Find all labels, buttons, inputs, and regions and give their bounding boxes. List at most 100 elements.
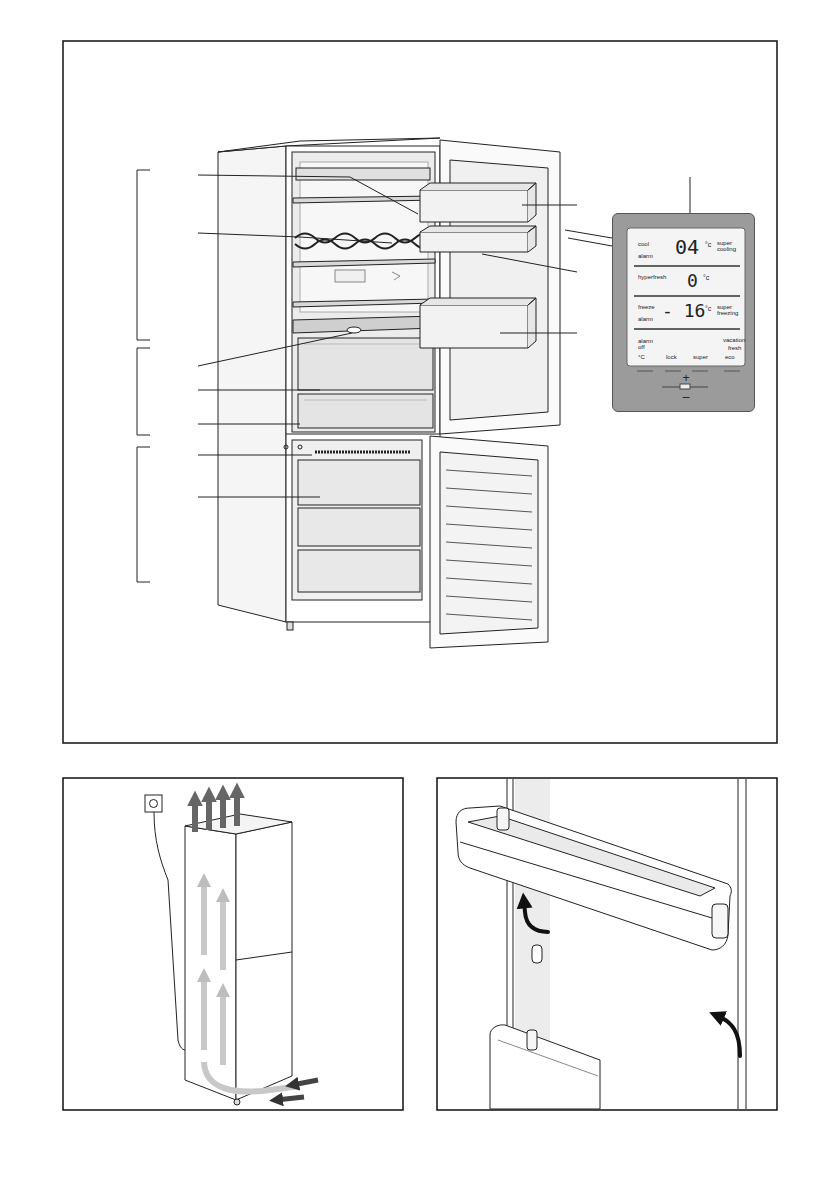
- leader-line: [482, 254, 577, 272]
- fridge-illustration: [298, 508, 420, 546]
- fridge-illustration: [304, 400, 427, 401]
- ventilation-illustration: [150, 800, 158, 808]
- display-divider: [634, 295, 740, 297]
- panel-label: +: [682, 372, 690, 385]
- airflow-arrow: [204, 1062, 300, 1092]
- temperature-readout: - 16: [662, 302, 705, 321]
- ventilation-illustration: [236, 822, 292, 1100]
- fridge-illustration: [284, 445, 288, 449]
- panel-label: freeze: [638, 304, 655, 310]
- panel-label: °c: [705, 305, 711, 312]
- direction-arrow: [718, 1016, 740, 1056]
- fridge-illustration: [420, 226, 536, 252]
- panel-label: °c: [703, 274, 709, 281]
- airflow-arrow: [220, 895, 226, 970]
- fridge-illustration: [430, 436, 548, 648]
- ventilation-illustration: [145, 795, 292, 1105]
- fridge-illustration: [315, 451, 410, 454]
- frame: [437, 778, 777, 1110]
- fridge-illustration: [335, 270, 365, 282]
- airflow-arrow: [195, 792, 318, 1100]
- panel-label: eco: [725, 354, 735, 360]
- fridge-illustration: [287, 622, 293, 630]
- door-shelf-illustration: [532, 945, 542, 963]
- fridge-illustration: [293, 196, 435, 203]
- door-shelf-illustration: [527, 1030, 537, 1050]
- airflow-arrow: [276, 1097, 304, 1100]
- door-shelf-illustration: [498, 1040, 598, 1076]
- panel-label: alarm: [638, 253, 653, 259]
- fridge-illustration: [296, 168, 430, 180]
- fridge-illustration: [298, 460, 420, 505]
- fridge-illustration: [392, 272, 400, 280]
- panel-label: fresh: [728, 345, 741, 351]
- direction-arrow: [524, 902, 548, 932]
- fridge-illustration: [298, 550, 420, 592]
- fridge-illustration: [293, 299, 435, 307]
- fridge-illustration: [298, 338, 433, 390]
- panel-label: °C: [638, 354, 645, 360]
- leader-line: [198, 233, 392, 243]
- button-mark: [637, 371, 653, 372]
- display-divider: [634, 265, 740, 267]
- panel-label: °c: [705, 241, 711, 248]
- control-panel: cool04°csuper coolingalarmhyperfresh0°cf…: [612, 213, 755, 412]
- button-mark: [692, 371, 708, 372]
- fridge-illustration: [420, 232, 528, 252]
- ventilation-illustration: [236, 952, 292, 960]
- panel-label: alarm off: [638, 338, 658, 351]
- airflow-arrow: [206, 796, 212, 830]
- display-screen: [627, 228, 745, 366]
- ventilation-illustration: [145, 795, 162, 812]
- panel-label: alarm: [638, 316, 653, 322]
- leader-line: [690, 177, 691, 213]
- fridge-illustration: [218, 138, 560, 648]
- panel-label: super: [693, 354, 708, 360]
- panel-label: super cooling: [717, 240, 744, 253]
- airflow-arrow: [234, 792, 240, 826]
- airflow-arrow: [292, 1080, 318, 1085]
- fridge-illustration: [440, 452, 538, 634]
- door-shelf-illustration: [497, 808, 509, 830]
- display-divider: [634, 328, 740, 330]
- leader-line: [568, 238, 612, 246]
- frame: [63, 41, 777, 1110]
- fridge-illustration: [420, 298, 536, 348]
- panel-label: –: [682, 391, 690, 404]
- door-shelf-illustration: [490, 1025, 600, 1109]
- leader-line: [500, 333, 577, 334]
- fridge-illustration: [446, 470, 532, 620]
- leader-line: [137, 170, 690, 582]
- fridge-illustration: [218, 146, 286, 622]
- ventilation-illustration: [185, 826, 236, 1100]
- fridge-illustration: [420, 190, 528, 222]
- leader-line: [565, 230, 612, 238]
- airflow-arrow: [192, 800, 198, 832]
- door-shelf-illustration: [712, 904, 728, 938]
- leader-line: [198, 333, 352, 366]
- leader-line: [198, 175, 418, 214]
- button-mark: [665, 371, 681, 372]
- fridge-illustration: [292, 440, 422, 600]
- button-mark: [724, 371, 740, 372]
- fridge-illustration: [298, 394, 433, 428]
- fridge-illustration: [293, 316, 435, 333]
- panel-label: hyperfresh: [638, 274, 666, 280]
- fridge-illustration: [286, 434, 440, 435]
- temperature-readout: 04: [675, 237, 699, 258]
- door-shelf-illustration: [456, 806, 731, 950]
- panel-label: lock: [666, 354, 677, 360]
- ventilation-illustration: [234, 1099, 240, 1105]
- fridge-illustration: [298, 445, 302, 449]
- airflow-arrow: [220, 794, 226, 828]
- frame: [63, 41, 777, 743]
- temperature-readout: 0: [687, 272, 698, 291]
- slider-knob: [680, 384, 690, 389]
- panel-label: vacation: [723, 337, 745, 343]
- fridge-illustration: [420, 183, 536, 222]
- leader-line: [198, 455, 312, 456]
- leader-line: [198, 390, 320, 391]
- panel-label: super freezing: [717, 304, 744, 317]
